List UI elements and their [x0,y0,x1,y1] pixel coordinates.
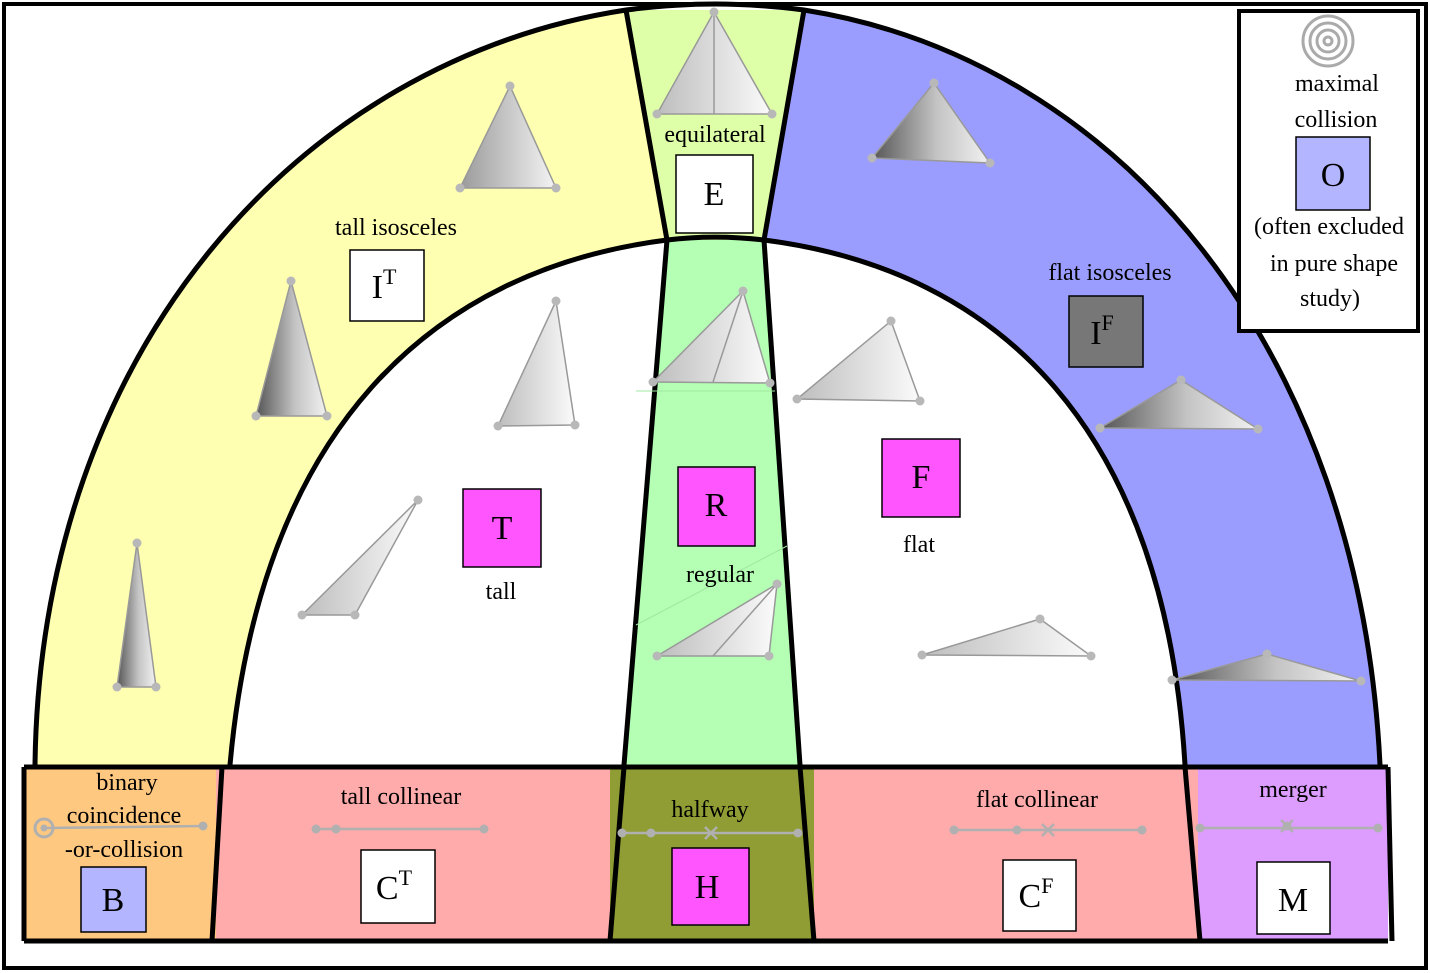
label-merger: merger [1259,777,1327,803]
label-binary-2: coincidence [67,803,182,829]
very-flat-isosceles-triangle-icon [1171,653,1362,682]
label-regular: regular [686,562,754,588]
box-B [80,866,147,933]
box-H-letter: H [695,869,720,906]
maximal-collision-icon [1301,14,1355,68]
label-binary-3: -or-collision [65,837,183,863]
inner-arc [227,234,1188,766]
label-often-excluded-2: in pure shape [1270,251,1398,277]
box-IF-letter: IF [1090,310,1114,352]
flat-isosceles-triangle-icon [1097,379,1261,430]
isosceles-triangle-icon [458,84,558,189]
box-E-letter: E [704,176,725,213]
regular-triangle-icon [651,289,772,384]
label-flat-isosceles: flat isosceles [1048,260,1171,286]
flat-triangle-icon [870,81,992,164]
box-IT-letter: IT [372,264,397,306]
box-O [1295,136,1371,211]
box-R-letter: R [705,487,728,524]
label-flat: flat [903,532,935,558]
box-CF [1002,859,1077,932]
box-B-letter: B [102,882,125,919]
label-halfway: halfway [671,797,748,823]
label-tall-isosceles: tall isosceles [335,215,457,241]
vertex-points [112,7,1366,692]
box-IT [349,249,425,322]
box-IF [1068,295,1144,368]
box-T-letter: T [492,510,513,547]
box-CT-letter: CT [376,865,413,907]
label-often-excluded-1: (often excluded [1254,214,1404,240]
box-CF-letter: CF [1019,873,1054,915]
label-equilateral: equilateral [664,122,766,148]
box-F-letter: F [912,459,931,496]
box-R [677,466,756,547]
label-tall: tall [486,579,517,605]
label-binary-1: binary [96,770,157,796]
label-flat-collinear: flat collinear [976,787,1098,813]
label-tall-collinear: tall collinear [341,784,462,810]
box-F [881,438,961,518]
label-often-excluded-3: study) [1300,286,1360,312]
box-T [462,488,542,568]
flat-obtuse-triangle-icon [921,618,1094,657]
flat-isosceles-band [764,10,1380,765]
very-tall-isosceles-triangle-icon [116,542,157,688]
label-maximal: maximal [1295,71,1379,97]
equilateral-band [626,10,804,240]
box-CT [360,849,436,924]
tall-obtuse-triangle-icon [300,499,419,616]
box-M-letter: M [1278,882,1308,919]
tall-scalene-triangle-icon [496,298,576,427]
tall-isosceles-triangle-icon [255,278,328,417]
flat-scalene-triangle-icon [794,319,922,402]
label-collision: collision [1295,107,1378,133]
box-O-letter: O [1321,157,1346,194]
box-H [671,847,750,926]
box-M [1256,861,1331,935]
box-E [675,154,754,234]
